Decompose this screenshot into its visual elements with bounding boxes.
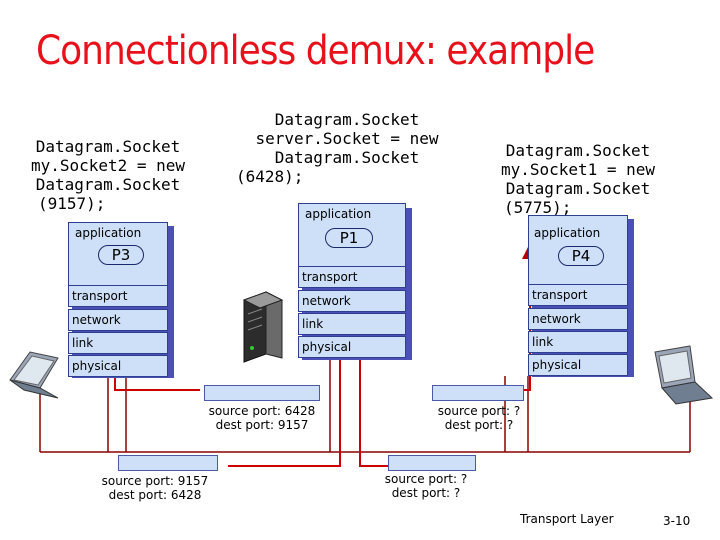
- server-icon: [242, 291, 284, 363]
- laptop-icon-left: [9, 351, 59, 399]
- segment-header-b: source port: 9157 dest port: 6428: [90, 474, 220, 502]
- footer-page-number: 3-10: [663, 514, 691, 528]
- left-process-p3: P3: [98, 245, 144, 265]
- segment-dest-port: dest port: ?: [444, 418, 514, 432]
- segment-source-port: source port: ?: [384, 472, 468, 486]
- left-network-layer: network: [68, 309, 168, 331]
- segment-dest-port: dest port: ?: [391, 486, 461, 500]
- code-line: my.Socket2 = new: [30, 156, 186, 175]
- right-link-layer: link: [528, 331, 628, 353]
- middle-physical-layer: physical: [298, 336, 406, 358]
- code-line: Datagram.Socket: [35, 175, 181, 194]
- middle-link-layer: link: [298, 313, 406, 335]
- code-line: (9157);: [38, 194, 106, 213]
- segment-header-d: source port: ? dest port: ?: [376, 472, 476, 500]
- code-line: server.Socket = new: [255, 129, 439, 148]
- code-line: my.Socket1 = new: [500, 160, 656, 179]
- middle-process-p1: P1: [325, 228, 373, 248]
- socket-code-right: Datagram.Socket my.Socket1 = new Datagra…: [486, 141, 670, 217]
- code-line: Datagram.Socket: [274, 148, 420, 167]
- segment-source-port: source port: 9157: [101, 474, 209, 488]
- middle-application-label: application: [305, 207, 372, 221]
- segment-header-a: source port: 6428 dest port: 9157: [204, 404, 320, 432]
- segment-source-port: source port: 6428: [208, 404, 316, 418]
- middle-network-layer: network: [298, 290, 406, 312]
- code-line: Datagram.Socket: [274, 110, 420, 129]
- segment-dest-port: dest port: 9157: [215, 418, 309, 432]
- right-physical-layer: physical: [528, 354, 628, 376]
- socket-code-middle: Datagram.Socket server.Socket = new Data…: [222, 110, 472, 186]
- segment-box-c: [432, 385, 524, 401]
- left-transport-layer: transport: [68, 285, 168, 307]
- right-network-layer: network: [528, 308, 628, 330]
- code-line: Datagram.Socket: [35, 137, 181, 156]
- laptop-icon-right: [654, 345, 714, 405]
- code-line: Datagram.Socket: [505, 179, 651, 198]
- right-transport-layer: transport: [528, 284, 628, 306]
- code-line: Datagram.Socket: [505, 141, 651, 160]
- segment-box-d: [388, 455, 476, 471]
- code-line: (5775);: [504, 198, 572, 217]
- segment-header-c: source port: ? dest port: ?: [424, 404, 534, 432]
- segment-box-b: [118, 455, 218, 471]
- right-process-p4: P4: [558, 246, 604, 266]
- socket-code-left: Datagram.Socket my.Socket2 = new Datagra…: [18, 137, 198, 213]
- segment-dest-port: dest port: 6428: [108, 488, 202, 502]
- middle-transport-layer: transport: [298, 266, 406, 288]
- left-application-label: application: [75, 226, 142, 240]
- left-link-layer: link: [68, 332, 168, 354]
- slide-title: Connectionless demux: example: [36, 28, 595, 74]
- left-physical-layer: physical: [68, 355, 168, 377]
- segment-box-a: [204, 385, 320, 401]
- segment-source-port: source port: ?: [437, 404, 521, 418]
- footer-chapter: Transport Layer: [520, 512, 614, 526]
- right-application-label: application: [534, 226, 601, 240]
- code-line: (6428);: [236, 167, 304, 186]
